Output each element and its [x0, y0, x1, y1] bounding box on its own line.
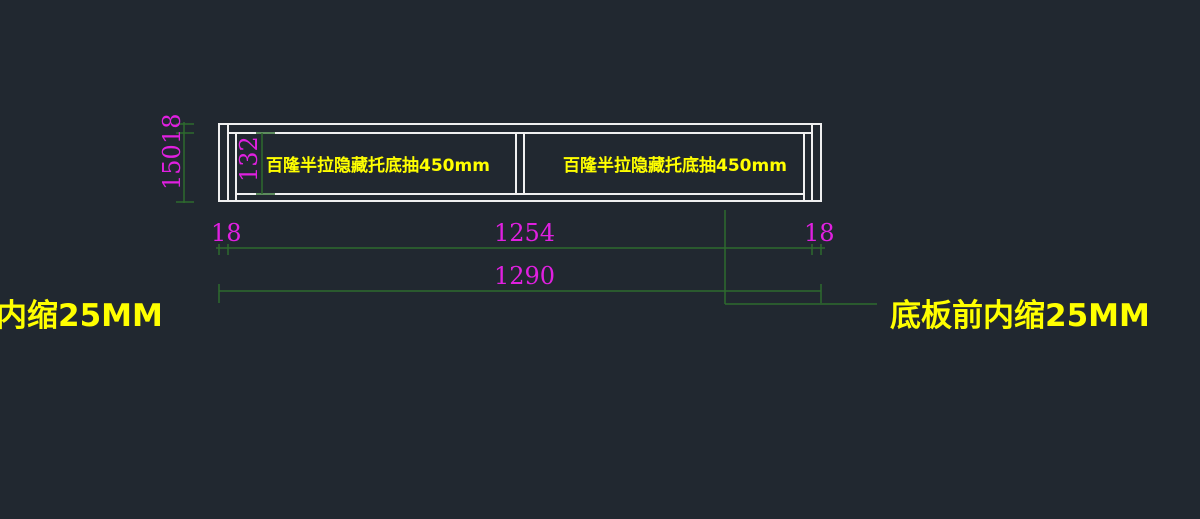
dim-total-width: 1290 [494, 262, 555, 290]
dim-right-panel: 18 [804, 219, 835, 247]
dim-inner-height: 132 [235, 136, 263, 182]
dim-height-top: 18 [158, 113, 186, 144]
drawer-label-left: 百隆半拉隐藏托底抽450mm [266, 155, 490, 176]
note-left: 内缩25MM [0, 298, 163, 334]
dim-inner-width: 1254 [494, 219, 555, 247]
cabinet-outline [218, 123, 822, 202]
dimension-lines [176, 122, 877, 305]
outer-frame [218, 123, 822, 202]
note-right: 底板前内缩25MM [890, 298, 1150, 334]
dim-left-panel: 18 [211, 219, 242, 247]
drawer-label-right: 百隆半拉隐藏托底抽450mm [563, 155, 787, 176]
dim-height-total: 150 [158, 144, 186, 190]
